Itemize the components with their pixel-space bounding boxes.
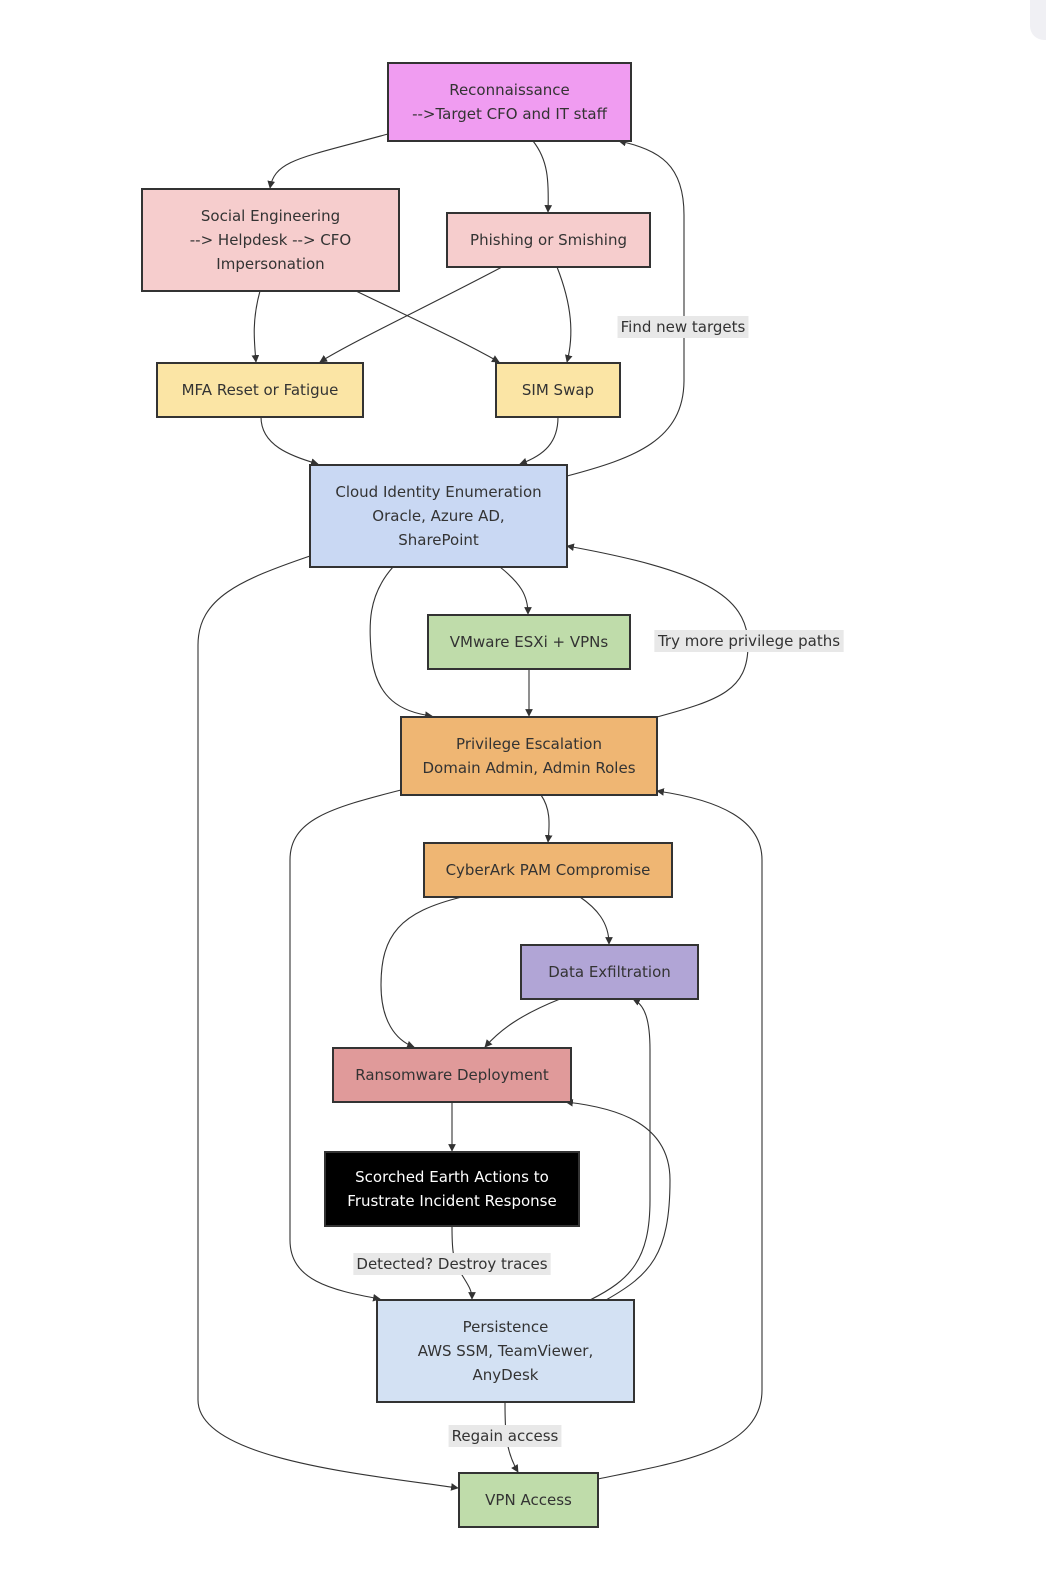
node-mfa: MFA Reset or Fatigue <box>156 362 364 418</box>
node-priv-text-line: Domain Admin, Admin Roles <box>422 759 635 777</box>
edge-cloud-vpn <box>197 555 459 1491</box>
edge-phish-mfa <box>319 266 503 363</box>
node-recon: Reconnaissance -->Target CFO and IT staff <box>387 62 632 142</box>
edge-persist-exfil <box>589 998 651 1301</box>
node-social: Social Engineering --> Helpdesk --> CFO Im… <box>141 188 400 292</box>
edge-label-cloud-recon: Find new targets <box>617 316 749 338</box>
svg-text:Find new targets: Find new targets <box>621 318 746 336</box>
node-vpn-box <box>458 1472 599 1528</box>
node-mfa-text-line: MFA Reset or Fatigue <box>182 381 339 399</box>
edge-social-mfa <box>251 290 261 363</box>
node-scorched-text-line: Frustrate Incident Response <box>347 1192 556 1210</box>
node-social-text-line: --> Helpdesk --> CFO <box>190 231 351 249</box>
node-persist-box <box>376 1299 635 1403</box>
node-persist-text-line: AWS SSM, TeamViewer, <box>418 1342 594 1360</box>
node-cyberark: CyberArk PAM Compromise <box>423 842 673 898</box>
edge-priv-cyberark <box>540 794 553 843</box>
svg-text:Try more privilege paths: Try more privilege paths <box>657 632 840 650</box>
svg-text:Regain access: Regain access <box>452 1427 559 1445</box>
node-cloud-text-line: Cloud Identity Enumeration <box>335 483 541 501</box>
node-vpn: VPN Access <box>458 1472 599 1528</box>
edge-mfa-cloud <box>260 416 319 466</box>
node-cyberark-box <box>423 842 673 898</box>
node-priv-box <box>400 716 658 796</box>
edge-priv-persist <box>289 789 402 1302</box>
node-phish-box <box>446 212 651 268</box>
edge-vpn-priv <box>597 788 763 1480</box>
node-sim-box <box>495 362 621 418</box>
edge-cloud-priv <box>369 566 433 719</box>
node-exfil-box <box>520 944 699 1000</box>
edge-label-persist-vpn: Regain access <box>448 1425 562 1447</box>
node-cloud-text-line: Oracle, Azure AD, <box>372 507 504 525</box>
node-vmware-text-line: VMware ESXi + VPNs <box>450 633 609 651</box>
edge-sim-cloud <box>519 416 559 466</box>
node-scorched-text-line: Scorched Earth Actions to <box>355 1168 549 1186</box>
edge-phish-sim <box>556 266 573 363</box>
edge-cloud-recon <box>566 138 685 477</box>
node-ransom-box <box>332 1047 572 1103</box>
node-sim: SIM Swap <box>495 362 621 418</box>
window-corner-tab <box>1030 0 1046 40</box>
node-phish-text-line: Phishing or Smishing <box>470 231 627 249</box>
edge-persist-ransom <box>565 1098 671 1301</box>
node-exfil-text-line: Data Exfiltration <box>548 963 671 981</box>
node-priv-text-line: Privilege Escalation <box>456 735 602 753</box>
edge-cloud-vmware <box>499 566 532 615</box>
node-social-text-line: Social Engineering <box>201 207 340 225</box>
edge-cyberark-exfil <box>579 896 613 945</box>
node-scorched: Scorched Earth Actions to Frustrate Incid… <box>324 1151 580 1227</box>
edge-cyberark-ransom <box>380 896 463 1049</box>
node-exfil: Data Exfiltration <box>520 944 699 1000</box>
edge-social-sim <box>355 290 500 363</box>
node-scorched-box <box>324 1151 580 1227</box>
node-persist-text-line: AnyDesk <box>473 1366 539 1384</box>
svg-text:Detected? Destroy traces: Detected? Destroy traces <box>356 1255 547 1273</box>
node-recon-box <box>387 62 632 142</box>
node-vmware: VMware ESXi + VPNs <box>427 614 631 670</box>
node-social-box <box>141 188 400 292</box>
edge-recon-phish <box>532 140 553 213</box>
node-social-text-line: Impersonation <box>216 255 324 273</box>
node-recon-text-line: Reconnaissance <box>449 81 570 99</box>
edge-label-priv-cloud: Try more privilege paths <box>654 630 844 652</box>
node-sim-text-line: SIM Swap <box>522 381 594 399</box>
node-vmware-box <box>427 614 631 670</box>
node-cloud-text-line: SharePoint <box>398 531 479 549</box>
edge-recon-social <box>267 133 389 189</box>
node-vpn-text-line: VPN Access <box>485 1491 572 1509</box>
node-mfa-box <box>156 362 364 418</box>
node-recon-text-line: -->Target CFO and IT staff <box>412 105 607 123</box>
node-cloud-box <box>309 464 568 568</box>
node-phish: Phishing or Smishing <box>446 212 651 268</box>
edge-label-scorched-persist: Detected? Destroy traces <box>353 1253 551 1275</box>
node-ransom-text-line: Ransomware Deployment <box>355 1066 549 1084</box>
node-persist-text-line: Persistence <box>463 1318 549 1336</box>
node-ransom: Ransomware Deployment <box>332 1047 572 1103</box>
node-cyberark-text-line: CyberArk PAM Compromise <box>446 861 651 879</box>
edge-exfil-ransom <box>484 998 561 1048</box>
